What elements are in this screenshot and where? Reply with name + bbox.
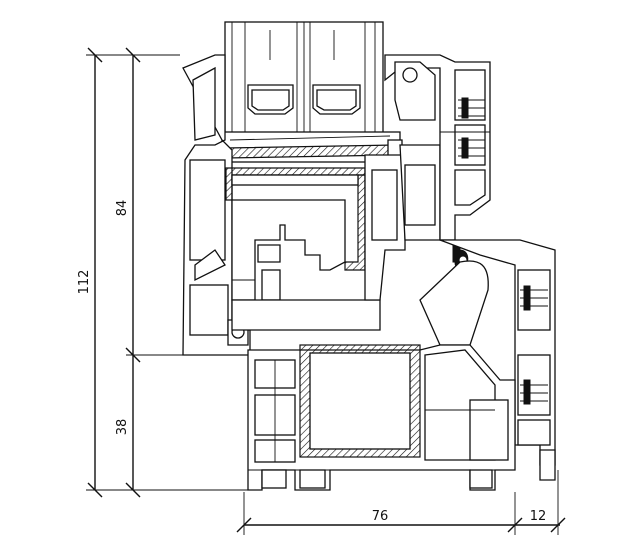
dimension-112-label: 112 [77,270,92,295]
glazing-unit [224,21,384,141]
dimension-84: 84 [115,47,185,363]
dimension-76: 76 [236,492,523,535]
main-frame [247,344,516,491]
dimension-112: 112 [77,47,180,498]
dimension-76-label: 76 [372,509,389,524]
dimension-84-label: 84 [115,200,130,217]
dimension-38-label: 38 [115,419,130,436]
outer-frame-upper [384,54,491,241]
dimension-12: 12 [515,470,566,535]
outer-frame-lower [419,239,556,481]
sash-profile [182,54,441,356]
dimension-38: 38 [86,355,250,498]
dimension-12-label: 12 [530,509,547,524]
